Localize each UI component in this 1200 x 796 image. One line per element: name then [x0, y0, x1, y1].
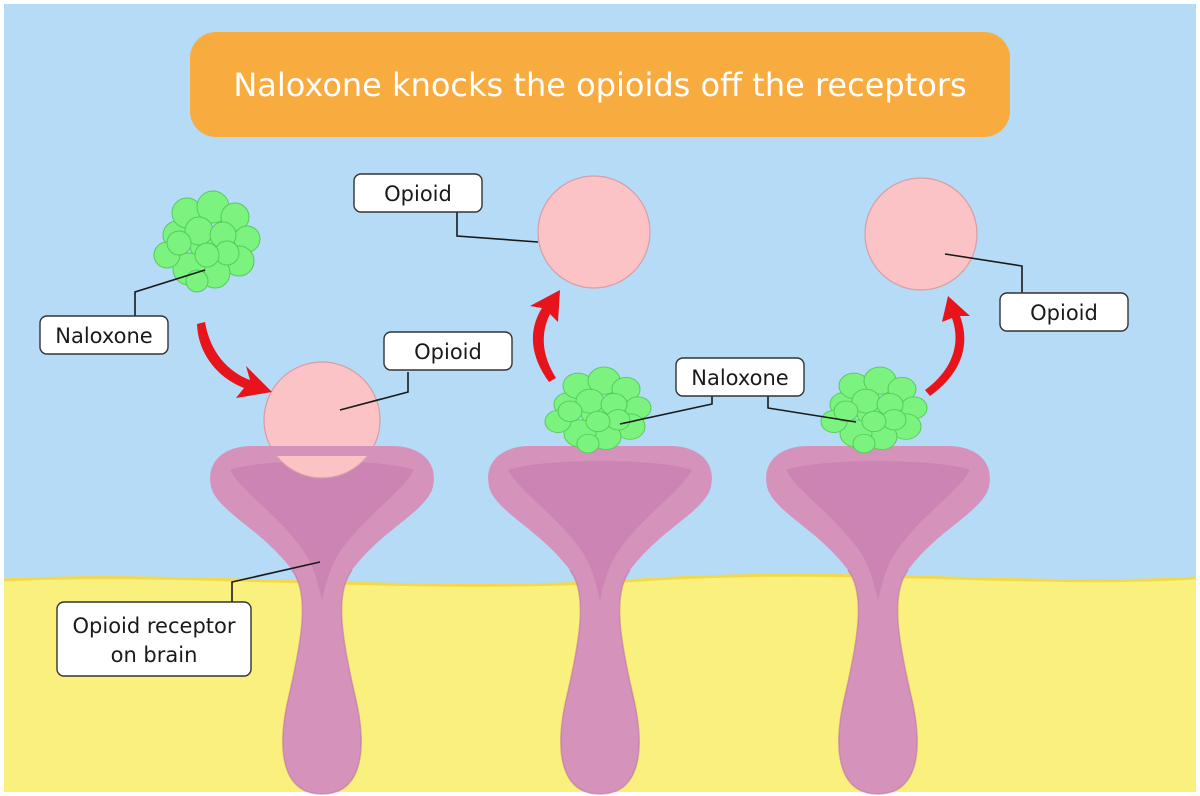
- svg-text:Naloxone: Naloxone: [691, 366, 788, 390]
- label-naloxone-center: Naloxone: [675, 357, 805, 397]
- opioid-released-right: [864, 177, 978, 291]
- leader-opioid-bound: [339, 372, 409, 411]
- label-opioid-right: Opioid: [999, 292, 1129, 332]
- label-opioid-mid: Opioid: [353, 173, 483, 213]
- label-opioid-bound: Opioid: [383, 331, 513, 371]
- leader-receptor: [231, 561, 321, 606]
- leader-naloxone-mid: [619, 396, 713, 425]
- title-banner: [190, 32, 1010, 137]
- arrow-naloxone-approach: [197, 322, 272, 398]
- svg-text:Naloxone: Naloxone: [55, 324, 152, 348]
- label-naloxone-left: Naloxone: [39, 315, 169, 355]
- svg-text:on brain: on brain: [111, 643, 198, 667]
- leader-naloxone-right: [767, 396, 857, 423]
- opioid-bound: [263, 361, 381, 479]
- svg-text:Opioid receptor: Opioid receptor: [73, 614, 236, 638]
- svg-text:Opioid: Opioid: [1030, 301, 1098, 325]
- svg-text:Opioid: Opioid: [384, 182, 452, 206]
- opioid-released-middle: [537, 175, 651, 289]
- label-opioid-receptor: Opioid receptor on brain: [56, 601, 252, 677]
- svg-text:Opioid: Opioid: [414, 340, 482, 364]
- leader-opioid-right: [944, 253, 1023, 296]
- tissue-surface: [3, 573, 1197, 587]
- arrow-opioid-release-middle: [530, 290, 560, 382]
- receptor-cup-mask: [268, 446, 376, 456]
- arrow-opioid-release-right: [925, 296, 970, 396]
- leader-opioid-mid: [456, 212, 539, 243]
- leader-naloxone-left: [134, 269, 206, 318]
- diagram-title: Naloxone knocks the opioids off the rece…: [233, 66, 966, 104]
